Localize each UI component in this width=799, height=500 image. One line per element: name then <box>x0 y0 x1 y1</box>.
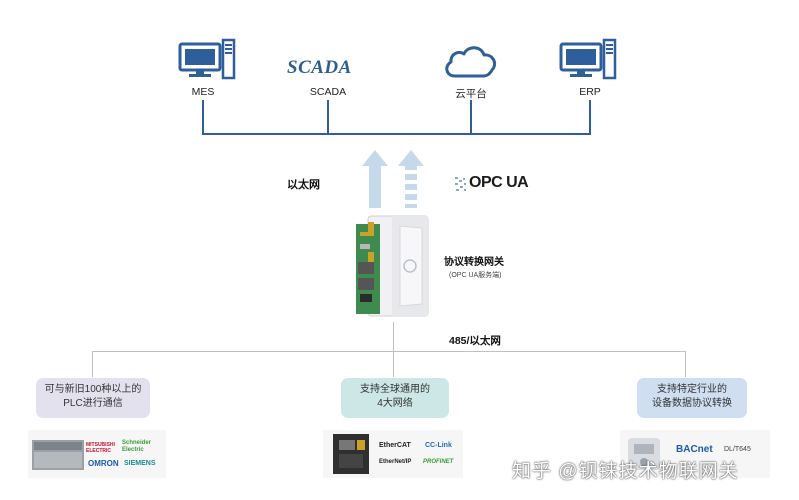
industry-protocols-panel: BACnet DL/T645 <box>620 430 770 478</box>
pill-plc-line1: 可与新旧100种以上的 <box>44 384 142 395</box>
cloud-icon <box>441 42 501 85</box>
uplink-arrow-dashed <box>398 150 424 213</box>
plc-device-image <box>32 440 84 470</box>
fieldbus-drop-center <box>393 322 394 352</box>
pill-plc-line2: PLC进行通信 <box>63 398 123 409</box>
ethernetip-logo: EtherNet/IP <box>379 459 412 465</box>
mes-label: MES <box>191 86 215 98</box>
opc-ua-logo-text: OPC UA <box>469 174 529 191</box>
network-brands-panel: EtherCAT CC-Link EtherNet/IP PROFINET <box>323 430 463 478</box>
top-bus-horizontal <box>202 133 591 135</box>
cclink-logo: CC-Link <box>425 442 452 449</box>
mitsubishi-logo: MITSUBISHI ELECTRIC <box>86 442 115 454</box>
mes-computer-icon <box>178 38 236 85</box>
dlt645-logo: DL/T645 <box>724 446 751 453</box>
pill-protocol-line1: 支持特定行业的 <box>657 384 727 395</box>
top-bus-drop-mes <box>202 100 204 135</box>
profinet-logo: PROFINET <box>423 459 454 465</box>
omron-logo: OMRON <box>88 459 119 468</box>
scada-label: SCADA <box>309 86 347 98</box>
pill-protocol-line2: 设备数据协议转换 <box>652 398 732 409</box>
gateway-subtitle: (OPC UA服务端) <box>449 272 502 279</box>
erp-label: ERP <box>579 86 601 98</box>
top-bus-drop-cloud <box>470 100 472 135</box>
siemens-logo: SIEMENS <box>124 460 156 467</box>
inverter-device-image <box>333 434 369 474</box>
pill-protocol-conversion: 支持特定行业的 设备数据协议转换 <box>637 378 747 418</box>
ethernet-label: 以太网 <box>287 179 320 191</box>
top-bus-drop-scada <box>327 100 329 135</box>
scada-logo: SCADA <box>287 57 352 78</box>
pill-four-networks: 支持全球通用的 4大网络 <box>341 378 449 418</box>
fieldbus-horizontal <box>92 351 686 352</box>
meter-device-image <box>628 438 660 470</box>
watermark: 知乎 @钡铼技术物联网关 <box>512 461 739 482</box>
gateway-title: 协议转换网关 <box>444 257 504 268</box>
pill-plc-communication: 可与新旧100种以上的 PLC进行通信 <box>36 378 150 418</box>
fieldbus-label: 485/以太网 <box>449 335 501 347</box>
opc-ua-logo: OPC UA <box>455 174 537 199</box>
plc-brands-panel: MITSUBISHI ELECTRIC Schneider Electric O… <box>28 430 166 478</box>
erp-computer-icon <box>559 38 617 85</box>
fieldbus-drop-left <box>92 351 93 377</box>
schneider-logo: Schneider Electric <box>122 440 152 453</box>
pill-networks-line1: 支持全球通用的 <box>360 384 430 395</box>
fieldbus-drop-mid <box>393 351 394 377</box>
pill-networks-line2: 4大网络 <box>377 398 413 409</box>
fieldbus-drop-right <box>685 351 686 377</box>
bacnet-logo: BACnet <box>676 444 713 455</box>
uplink-arrow-solid <box>362 150 388 213</box>
gateway-device-image <box>352 214 438 327</box>
ethercat-logo: EtherCAT <box>379 442 411 449</box>
cloud-label: 云平台 <box>455 88 487 100</box>
top-bus-drop-erp <box>589 100 591 135</box>
